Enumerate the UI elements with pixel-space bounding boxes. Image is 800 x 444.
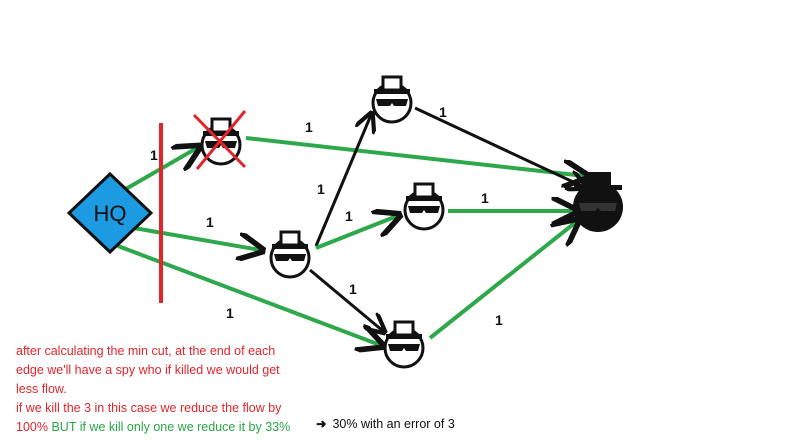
edge-spy1-sink: [245, 136, 585, 176]
hq-label: HQ: [94, 201, 127, 226]
note-line: edge we'll have a spy who if killed we w…: [16, 363, 280, 377]
note-line: after calculating the min cut, at the en…: [16, 344, 276, 358]
edge-label: 1: [226, 305, 234, 321]
note-red-part: 100%: [16, 420, 48, 434]
edge-label: 1: [150, 147, 158, 163]
edge-label: 1: [439, 104, 447, 120]
cross-icon: [192, 110, 247, 170]
spy-bottom: [383, 320, 425, 369]
explanation-note: after calculating the min cut, at the en…: [16, 342, 316, 437]
edge-spy2-sink: [414, 106, 584, 187]
spy-middle: [403, 182, 445, 231]
edge-label: 1: [317, 181, 325, 197]
edge-hq-spy4: [133, 226, 260, 250]
spy-top: [371, 75, 413, 124]
note-line: less flow.: [16, 382, 67, 396]
sink-spy: [573, 172, 623, 232]
edge-label: 1: [305, 119, 313, 135]
result-text: 30% with an error of 3: [332, 417, 455, 431]
result-note: ➜ 30% with an error of 3: [316, 415, 455, 434]
edge-spy5-sink: [428, 222, 576, 340]
edge-label: 1: [206, 214, 214, 230]
edge-spy4-spy3: [315, 216, 397, 250]
edge-label: 1: [345, 208, 353, 224]
hq-node: HQ: [66, 171, 154, 255]
note-green-part: BUT if we kill only one we reduce it by …: [47, 420, 291, 434]
edges: [117, 106, 585, 345]
edge-spy4-spy5: [309, 268, 383, 331]
spy-center: [269, 230, 311, 279]
edge-label: 1: [481, 190, 489, 206]
right-arrow-icon: ➜: [316, 417, 327, 431]
edge-spy4-spy2: [314, 115, 371, 247]
edge-label: 1: [495, 312, 503, 328]
edge-labels: 1 1 1 1 1 1 1 1 1 1: [150, 104, 503, 328]
edge-label: 1: [349, 281, 357, 297]
note-line: 100% BUT if we kill only one we reduce i…: [16, 418, 316, 437]
note-line: if we kill the 3 in this case we reduce …: [16, 401, 282, 415]
spy-killed: [192, 110, 247, 170]
